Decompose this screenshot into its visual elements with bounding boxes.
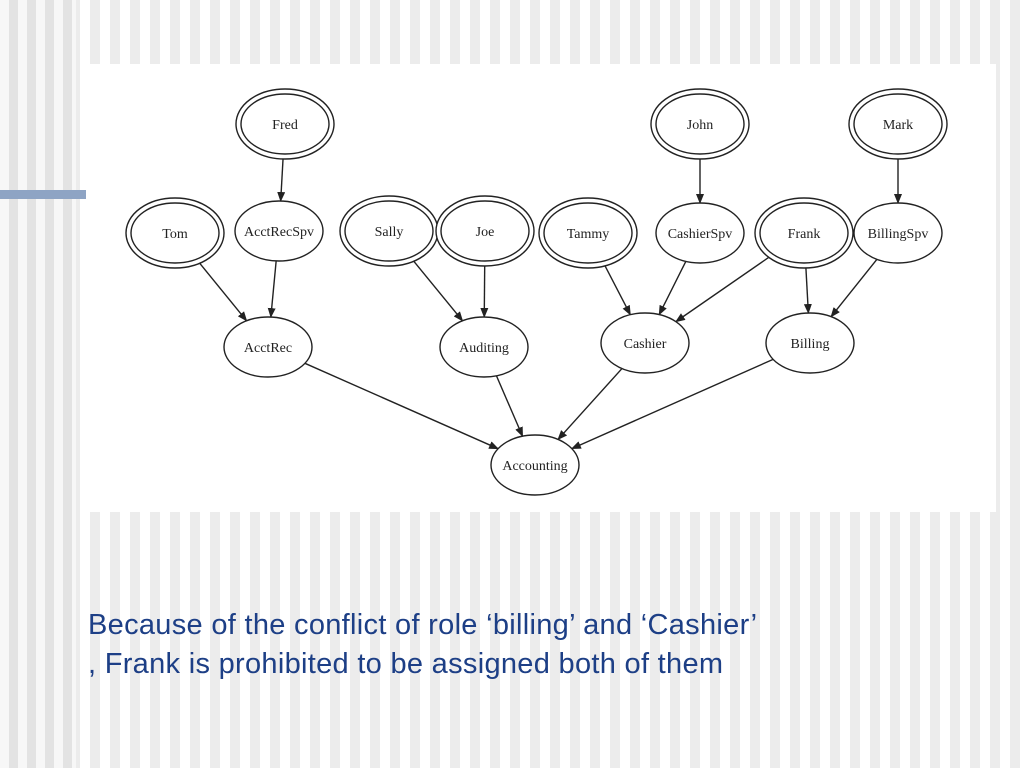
node-billingspv: BillingSpv [853,202,943,264]
node-label: Auditing [459,341,509,356]
edge-acctrecspv-to-acctrec [267,260,277,319]
node-fred: Fred [235,88,335,160]
edge-billingspv-to-billing [830,258,878,318]
node-label: BillingSpv [868,227,929,242]
edge-fred-to-acctrecspv [277,158,286,203]
node-ellipse [853,202,943,264]
node-ellipse [543,202,633,264]
node-label: Fred [272,118,298,133]
node-john: John [650,88,750,160]
node-ellipse [234,200,324,262]
node-ellipse [240,93,330,155]
node-label: John [687,118,713,133]
node-label: AcctRec [244,341,292,356]
edge-tom-to-acctrec [199,262,248,322]
node-ellipse [655,93,745,155]
node-label: Accounting [502,459,567,474]
node-acctrecspv: AcctRecSpv [234,200,324,262]
node-ellipse [439,316,529,378]
node-label: Billing [791,337,830,352]
node-cashier: Cashier [600,312,690,374]
node-label: Tammy [567,227,610,242]
edge-tammy-to-cashier [604,265,631,316]
node-label: Tom [162,227,188,242]
node-cashierspv: CashierSpv [655,202,745,264]
node-billing: Billing [765,312,855,374]
edge-frank-to-cashier [675,256,770,323]
edges-layer [199,158,902,450]
edge-frank-to-billing [803,267,812,315]
node-label: CashierSpv [668,227,733,242]
node-label: Frank [788,227,821,242]
node-ellipse [223,316,313,378]
edge-cashierspv-to-cashier [658,261,687,316]
node-mark: Mark [848,88,948,160]
edge-auditing-to-accounting [495,375,524,438]
node-ellipse [765,312,855,374]
node-sally: Sally [339,195,439,267]
node-accounting: Accounting [490,434,580,496]
node-tom: Tom [125,197,225,269]
node-label: Cashier [624,337,667,352]
slide-accent-bar [0,190,88,199]
node-ellipse [440,200,530,262]
edge-cashier-to-accounting [557,368,623,441]
node-ellipse [130,202,220,264]
edge-acctrec-to-accounting [304,362,499,450]
node-label: Joe [476,225,495,240]
edge-sally-to-auditing [413,260,464,322]
node-label: Mark [883,118,913,133]
node-label: Sally [375,225,404,240]
edge-billing-to-accounting [570,358,774,450]
node-acctrec: AcctRec [223,316,313,378]
caption-line-1: Because of the conflict of role ‘billing… [88,609,758,641]
node-ellipse [853,93,943,155]
caption-line-2: , Frank is prohibited to be assigned bot… [88,648,724,680]
slide-left-band [0,0,76,768]
node-ellipse [759,202,849,264]
slide-caption: Because of the conflict of role ‘billing… [88,606,988,684]
node-ellipse [344,200,434,262]
node-ellipse [600,312,690,374]
node-tammy: Tammy [538,197,638,269]
node-ellipse [490,434,580,496]
node-joe: Joe [435,195,535,267]
node-auditing: Auditing [439,316,529,378]
node-frank: Frank [754,197,854,269]
node-ellipse [655,202,745,264]
node-label: AcctRecSpv [244,225,314,240]
